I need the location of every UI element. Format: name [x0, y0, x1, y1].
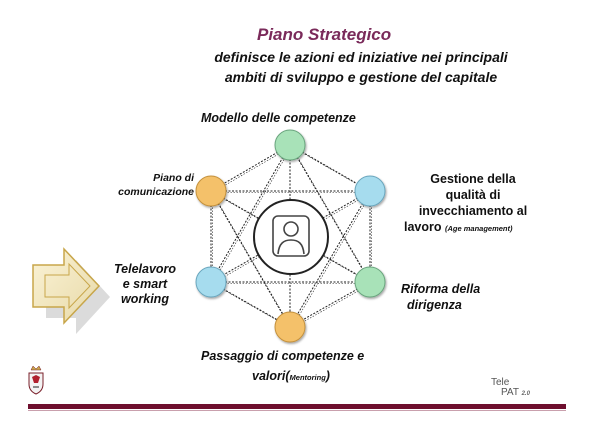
center-node — [253, 199, 329, 275]
age-management-note: (Age management) — [445, 224, 513, 233]
logo-pat: PAT 2.0 — [501, 388, 530, 399]
label-passaggio-line1: Passaggio di competenze e — [201, 349, 365, 363]
label-line: Riforma della — [401, 282, 481, 296]
node-telelavoro — [195, 266, 227, 298]
node-gestione-qualita — [354, 175, 386, 207]
label-line: Piano di — [153, 172, 194, 184]
label-line: Telelavoro — [113, 262, 177, 276]
node-modello-competenze — [274, 129, 306, 161]
paren-close: ) — [325, 369, 330, 383]
label-line: dirigenza — [407, 298, 462, 312]
subtitle: definisce le azioni ed iniziative nei pr… — [171, 47, 551, 85]
label-line-note: lavoro (Age management) — [400, 219, 546, 237]
label-gestione-qualita: Gestione della qualità di invecchiamento… — [400, 171, 546, 237]
coat-of-arms-icon — [28, 365, 44, 395]
logo-pat-text: PAT — [501, 387, 519, 398]
person-icon — [272, 215, 310, 257]
logo-version: 2.0 — [521, 391, 530, 397]
label-line: qualità di — [445, 188, 501, 202]
subtitle-line-2: ambiti di sviluppo e gestione del capita… — [224, 69, 498, 85]
label-piano-comunicazione: Piano di comunicazione — [118, 171, 194, 199]
arrow-icon — [32, 247, 110, 334]
label-riforma-dirigenza: Riforma della dirigenza — [401, 281, 480, 313]
label-line: comunicazione — [118, 186, 194, 198]
footer-bar — [28, 404, 566, 409]
node-passaggio-competenze — [274, 311, 306, 343]
label-passaggio-line2: valori(Mentoring) — [252, 368, 330, 386]
label-line: working — [121, 292, 169, 306]
mentoring-note: Mentoring — [289, 373, 326, 382]
label-line: Gestione della — [430, 172, 516, 186]
footer-thin-line — [28, 410, 566, 411]
logo-tele: Tele — [491, 377, 510, 388]
label-telelavoro: Telelavoro e smart working — [108, 262, 182, 307]
label-line: lavoro — [404, 220, 442, 234]
label-line: e smart — [122, 277, 168, 291]
label-line: valori — [252, 369, 286, 383]
node-piano-comunicazione — [195, 175, 227, 207]
subtitle-line-1: definisce le azioni ed iniziative nei pr… — [214, 49, 508, 65]
paren-open: ( — [285, 369, 290, 383]
node-riforma-dirigenza — [354, 266, 386, 298]
page-title: Piano Strategico — [257, 25, 392, 44]
label-modello-competenze: Modello delle competenze — [201, 111, 356, 125]
label-line: invecchiamento al — [418, 204, 528, 218]
